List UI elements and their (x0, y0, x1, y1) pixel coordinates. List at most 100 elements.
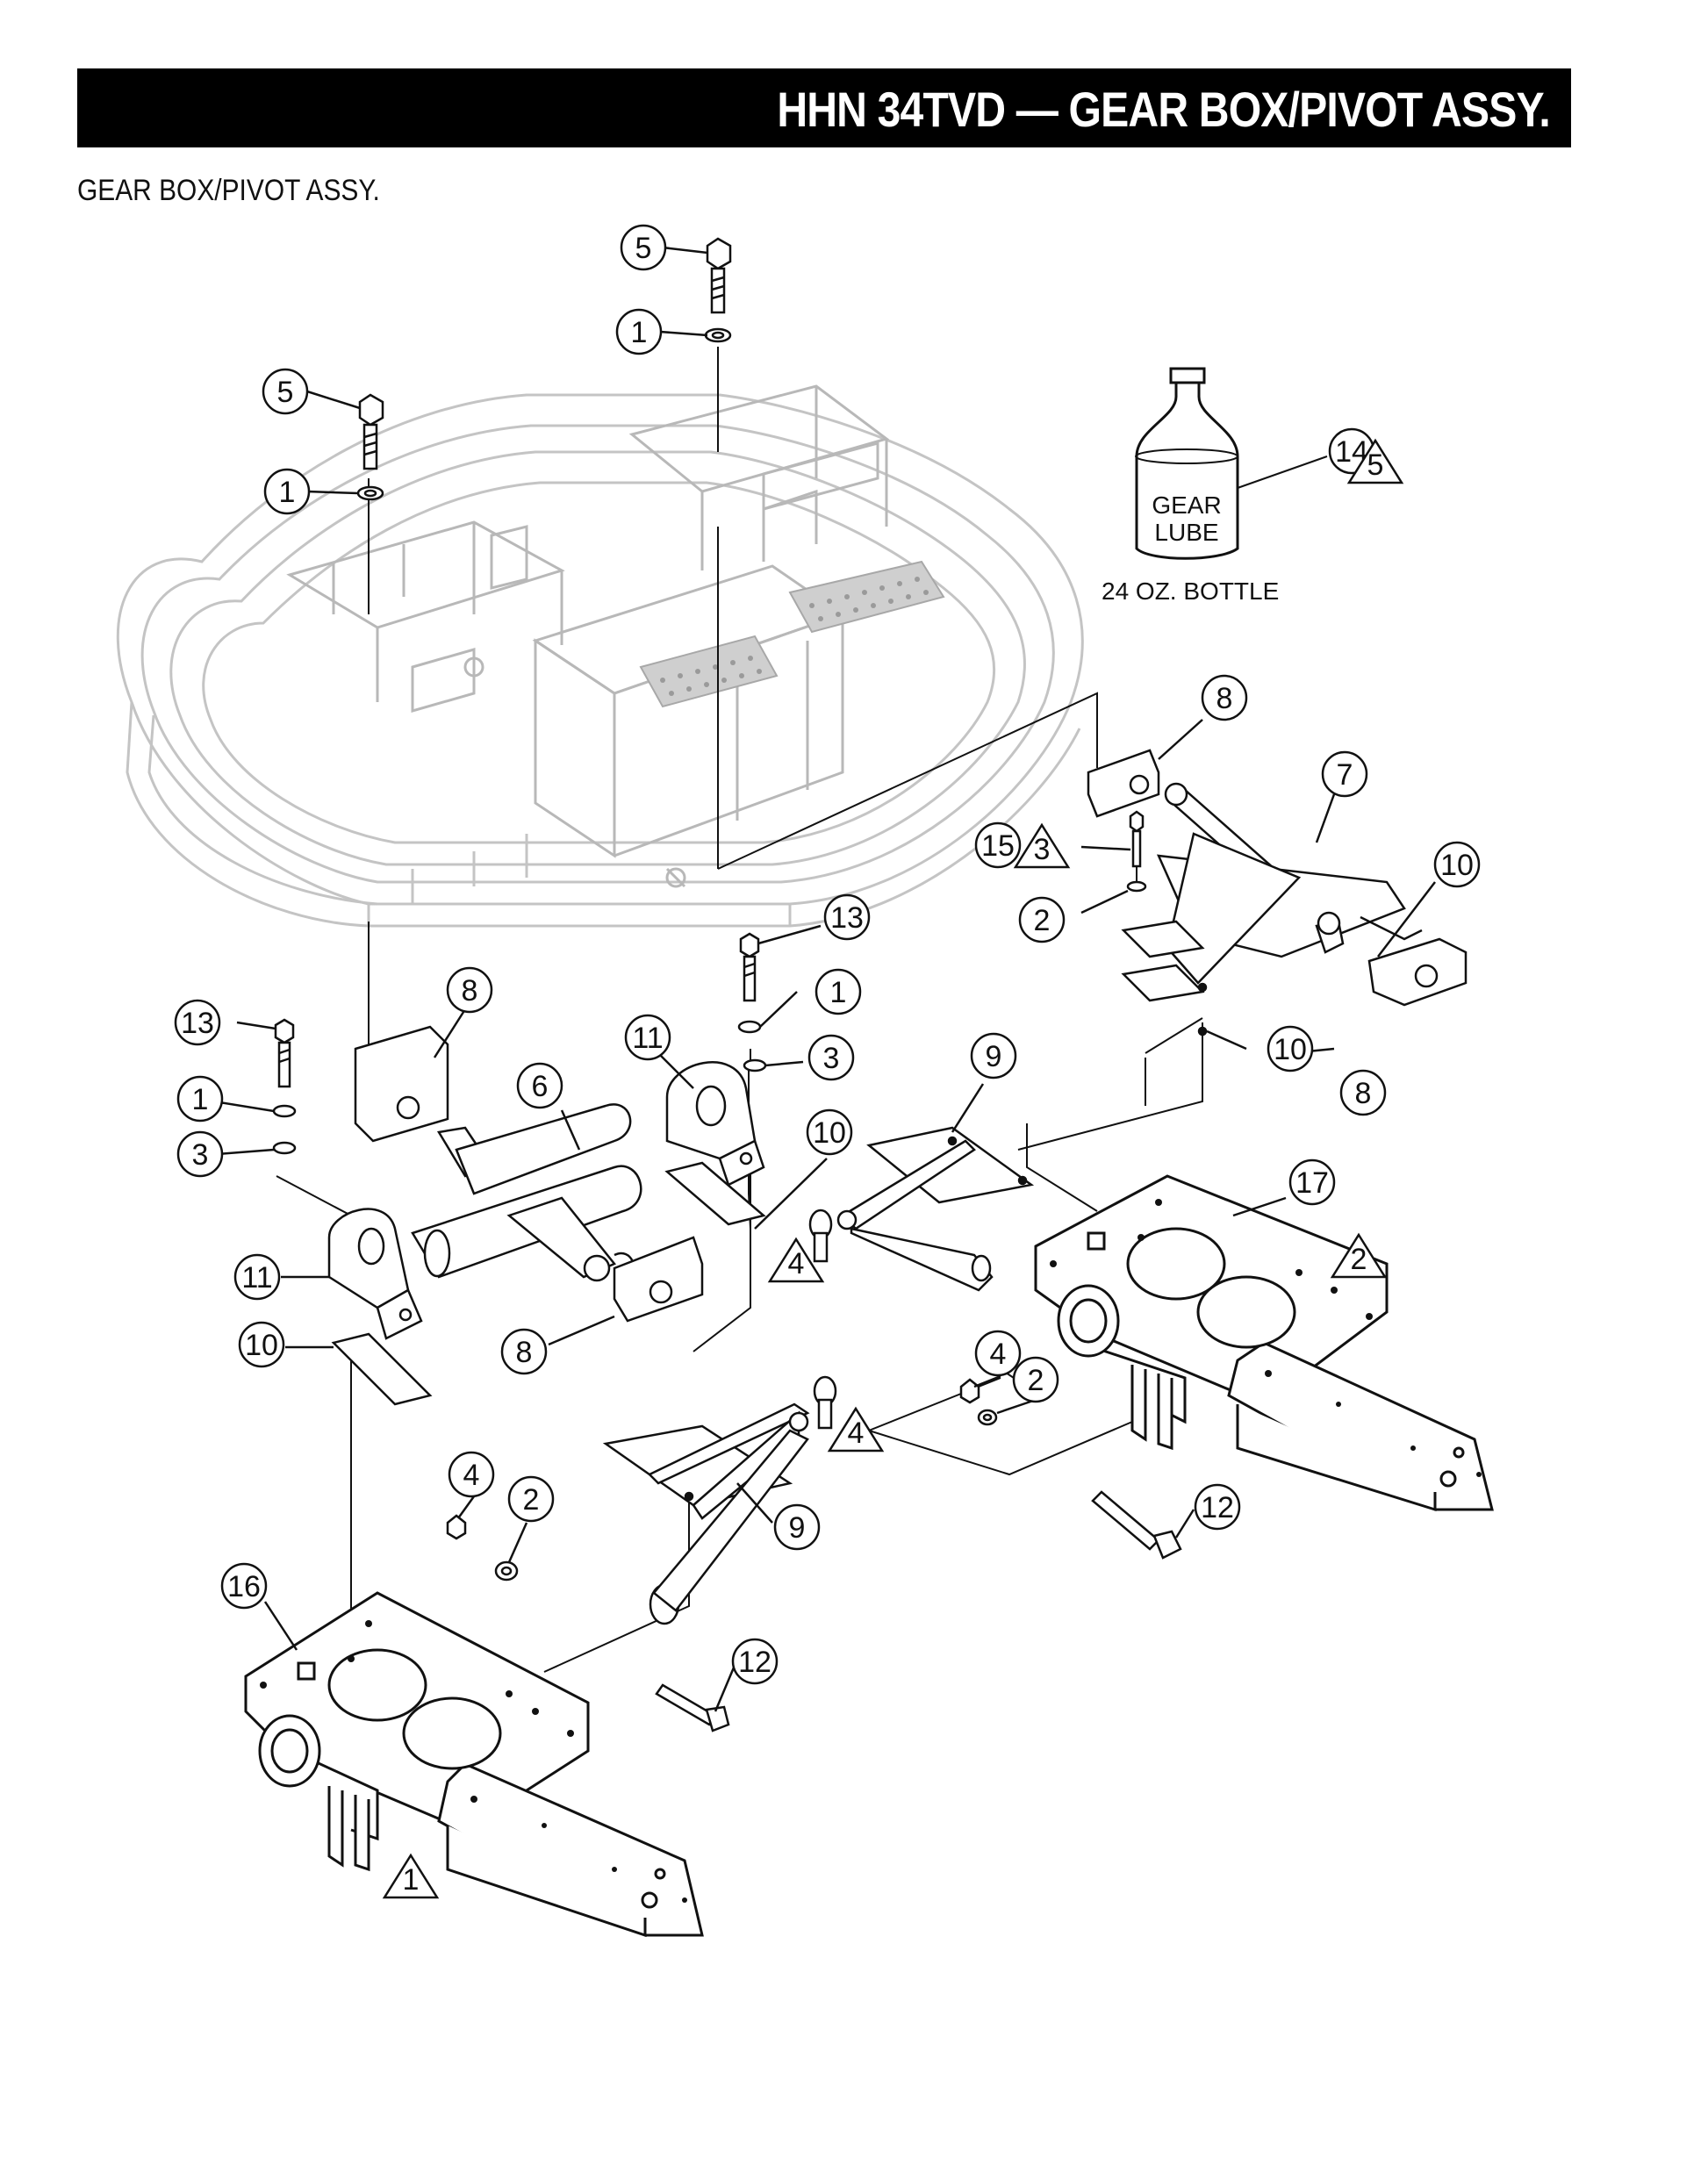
callout-number: 2 (1028, 1364, 1044, 1397)
rod-end-lower (813, 1375, 837, 1430)
linkage-arm-lower (602, 1402, 810, 1625)
callout-number: 2 (1034, 904, 1051, 937)
trowel-frame-outline (116, 393, 1084, 928)
callout-circle (238, 1321, 285, 1368)
note-triangle (1330, 1232, 1388, 1279)
callout-circle (1194, 1483, 1241, 1531)
note-triangle (767, 1237, 825, 1283)
callout-number: 13 (830, 901, 864, 935)
note-numbers: 5 3 2 4 4 1 (403, 448, 1384, 1897)
callout-circle (500, 1328, 548, 1375)
callout-circle (807, 1034, 855, 1081)
bolt-12-lower (655, 1683, 730, 1732)
nut-washer-lower (446, 1514, 519, 1582)
callout-number: 5 (635, 232, 652, 265)
note-number: 3 (1034, 833, 1051, 866)
nut-washer-upper (959, 1378, 998, 1426)
callout-circle (176, 1130, 224, 1178)
step-grate (639, 560, 945, 708)
callout-circle (220, 1562, 268, 1610)
callout-circle (773, 1503, 821, 1551)
callout-number: 1 (192, 1083, 209, 1116)
callout-number: 10 (813, 1116, 846, 1150)
callout-number: 8 (1355, 1077, 1372, 1110)
callout-number: 1 (279, 476, 296, 509)
callout-circle (1288, 1158, 1336, 1206)
callout-circle (970, 1032, 1017, 1080)
callout-circle (448, 1451, 495, 1498)
bolt-13-left (272, 1018, 297, 1155)
callout-circle (806, 1108, 853, 1156)
callout-number: 12 (1201, 1491, 1234, 1524)
callout-circle (974, 821, 1022, 869)
callout-number: 10 (1440, 849, 1474, 882)
callout-circle (446, 966, 493, 1014)
callout-number: 8 (462, 974, 478, 1008)
callout-number: 7 (1337, 758, 1353, 792)
callout-circle (1433, 841, 1481, 888)
note-triangles (382, 438, 1404, 1899)
note-triangle (1013, 822, 1071, 869)
callout-circle (974, 1330, 1022, 1377)
bolt-15 (1126, 810, 1147, 893)
callout-circle (176, 1075, 224, 1123)
callout-circle (507, 1475, 555, 1523)
bolt-12-upper (1091, 1490, 1182, 1560)
callout-circle (624, 1014, 671, 1061)
callout-number: 1 (830, 976, 847, 1009)
callout-number: 8 (516, 1336, 533, 1369)
callout-number: 4 (990, 1338, 1007, 1371)
note-triangle (382, 1853, 440, 1899)
note-number: 2 (1351, 1243, 1367, 1276)
callout-number: 16 (227, 1570, 261, 1603)
callout-number: 9 (789, 1511, 806, 1545)
note-number: 4 (848, 1417, 865, 1450)
header-bar: HHN 34TVD — GEAR BOX/PIVOT ASSY. (77, 68, 1571, 147)
callout-number: 10 (1274, 1033, 1307, 1066)
bolt-5-left (356, 393, 384, 501)
callout-number: 17 (1295, 1166, 1329, 1200)
callout-number: 11 (632, 1022, 663, 1055)
callout-number: 15 (981, 829, 1015, 863)
callout-circle (174, 999, 221, 1046)
callout-number: 1 (631, 316, 648, 349)
callout-number: 4 (463, 1459, 480, 1492)
section-subtitle: GEAR BOX/PIVOT ASSY. (77, 174, 380, 207)
callout-circle (263, 468, 311, 515)
callout-circle (620, 224, 667, 271)
callout-circle (233, 1253, 281, 1301)
callout-circle (1012, 1356, 1059, 1403)
callout-circle (1321, 750, 1368, 798)
bolt-13-center (737, 932, 767, 1072)
callout-circle (1018, 896, 1066, 943)
linkage-arm-upper (836, 1126, 1035, 1292)
callout-number: 5 (277, 376, 294, 409)
bolt-5-upper (704, 237, 732, 343)
gear-box-17 (1034, 1174, 1494, 1512)
pivot-assembly-right (1087, 749, 1468, 1036)
note-triangle (1346, 438, 1404, 484)
callout-circle (516, 1062, 563, 1109)
note-number: 5 (1367, 448, 1384, 482)
callout-number: 10 (245, 1329, 278, 1362)
note-triangle (827, 1406, 885, 1452)
callout-number: 3 (823, 1042, 840, 1075)
callout-circle (262, 368, 309, 415)
note-number: 4 (788, 1247, 805, 1280)
callout-circle (1267, 1025, 1314, 1072)
page-title: HHN 34TVD — GEAR BOX/PIVOT ASSY. (777, 82, 1550, 137)
callout-circle (1201, 674, 1248, 721)
callout-number: 6 (532, 1070, 549, 1103)
callout-circle (815, 968, 862, 1015)
callout-number: 11 (241, 1261, 272, 1295)
gear-lube-bottle: GEAR LUBE 24 OZ. BOTTLE (1102, 367, 1328, 605)
callout-circle (615, 308, 663, 355)
callout-circle (823, 893, 871, 941)
callout-circle (1339, 1069, 1387, 1116)
bottle-caption: 24 OZ. BOTTLE (1102, 577, 1279, 605)
bottle-label-line1: GEAR (1152, 491, 1221, 519)
callout-number: 12 (738, 1646, 771, 1679)
callout-number: 2 (523, 1483, 540, 1517)
trowel-center-housing (286, 384, 890, 888)
